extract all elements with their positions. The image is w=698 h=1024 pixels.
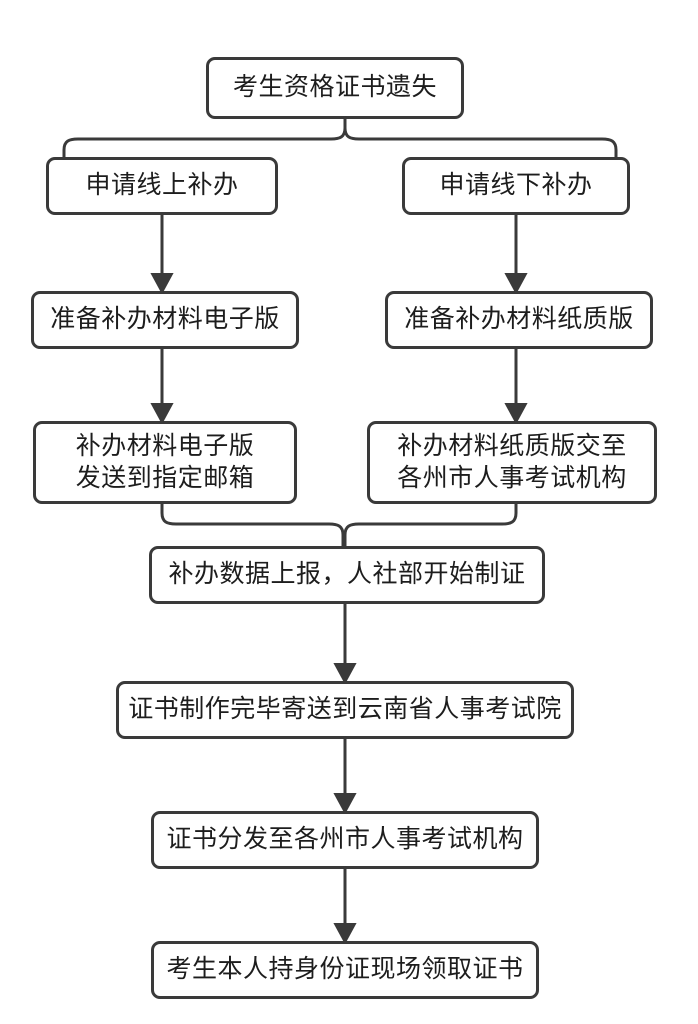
node-prepare-digital[interactable]: 准备补办材料电子版 (31, 291, 299, 349)
node-pickup[interactable]: 考生本人持身份证现场领取证书 (151, 941, 539, 999)
node-offline-apply[interactable]: 申请线下补办 (402, 157, 630, 215)
node-ship-province[interactable]: 证书制作完毕寄送到云南省人事考试院 (116, 681, 574, 739)
node-report-data[interactable]: 补办数据上报，人社部开始制证 (149, 546, 545, 604)
node-distribute-city[interactable]: 证书分发至各州市人事考试机构 (151, 811, 539, 869)
node-online-apply[interactable]: 申请线上补办 (46, 157, 278, 215)
node-submit-paper[interactable]: 补办材料纸质版交至 各州市人事考试机构 (367, 421, 657, 504)
connector-brace-split (62, 117, 618, 159)
connector-brace-merge (160, 502, 518, 548)
node-prepare-paper[interactable]: 准备补办材料纸质版 (385, 291, 653, 349)
node-send-email[interactable]: 补办材料电子版 发送到指定邮箱 (33, 421, 297, 504)
node-start[interactable]: 考生资格证书遗失 (206, 57, 464, 119)
